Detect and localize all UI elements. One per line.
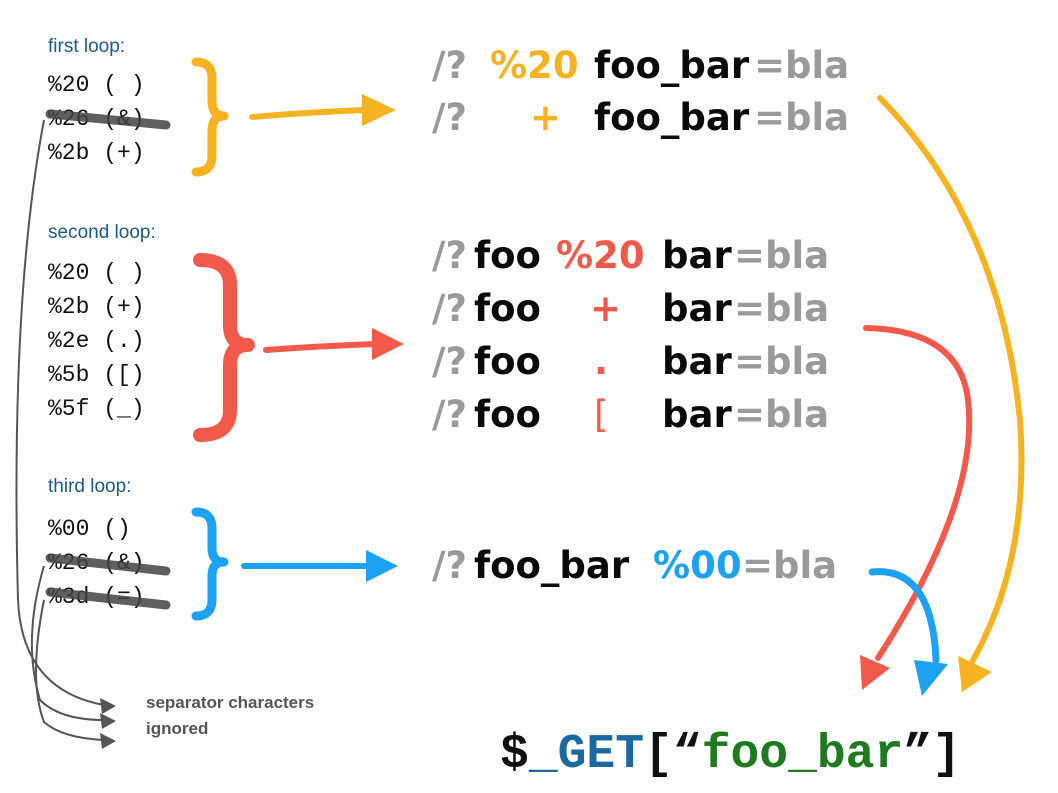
get-open-bracket: [ bbox=[644, 728, 673, 782]
result-prefix: /? bbox=[432, 234, 467, 277]
result-prefix: /? bbox=[432, 340, 467, 383]
separator-arrowhead bbox=[100, 713, 116, 729]
second-loop-brace bbox=[193, 253, 255, 442]
result-separator: %20 bbox=[556, 234, 645, 277]
second-loop-arrowhead bbox=[372, 328, 404, 360]
separator-line bbox=[30, 565, 105, 721]
result-head: foo bbox=[474, 234, 541, 277]
result-separator: %00 bbox=[653, 544, 742, 587]
third-loop-arrowhead bbox=[366, 550, 398, 582]
result-prefix: /? bbox=[432, 96, 467, 139]
result-value: =bla bbox=[734, 234, 830, 277]
loop-item: %20 ( ) bbox=[48, 260, 145, 286]
separator-arrowhead bbox=[100, 733, 116, 749]
result-key: bar bbox=[662, 234, 732, 277]
separator-note-line1: separator characters bbox=[146, 693, 315, 712]
separator-line bbox=[35, 599, 105, 741]
second-result-arrowhead bbox=[860, 655, 890, 690]
strike-bar bbox=[45, 109, 171, 130]
result-value: =bla bbox=[742, 544, 838, 587]
result-prefix: /? bbox=[432, 393, 467, 436]
result-separator: [ bbox=[594, 393, 609, 436]
first-loop-brace bbox=[191, 57, 229, 177]
loop-item: %20 ( ) bbox=[48, 72, 145, 98]
result-separator: + bbox=[590, 287, 622, 330]
result-separator: %20 bbox=[490, 44, 579, 87]
get-name: _GET bbox=[528, 728, 645, 782]
result-value: =bla bbox=[734, 393, 830, 436]
third-loop-brace bbox=[191, 507, 229, 621]
result-head: foo bbox=[474, 340, 541, 383]
second-loop-arrow bbox=[263, 341, 379, 353]
result-value: =bla bbox=[754, 96, 850, 139]
first-loop-title: first loop: bbox=[48, 36, 126, 57]
result-key: bar bbox=[662, 287, 732, 330]
get-right-quote: ” bbox=[903, 728, 933, 782]
result-prefix: /? bbox=[432, 287, 467, 330]
loop-item: %5b ([) bbox=[48, 362, 145, 388]
third-result-curve bbox=[868, 568, 940, 664]
get-dollar: $ bbox=[500, 728, 529, 782]
result-separator: . bbox=[594, 340, 609, 383]
result-head: foo bbox=[474, 393, 541, 436]
result-prefix: /? bbox=[432, 44, 467, 87]
result-separator: + bbox=[530, 96, 562, 139]
third-loop-title: third loop: bbox=[48, 476, 132, 497]
result-key: foo_bar bbox=[474, 544, 643, 587]
loop-item: %2b (+) bbox=[48, 294, 145, 320]
third-result-arrowhead bbox=[914, 660, 948, 696]
loop-item: %2e (.) bbox=[48, 328, 145, 354]
first-result-curve bbox=[877, 95, 1025, 665]
get-close-bracket: ] bbox=[932, 728, 961, 782]
second-result-curve bbox=[863, 325, 973, 661]
second-loop-title: second loop: bbox=[48, 222, 156, 243]
loop-item: %5f (_) bbox=[48, 396, 145, 422]
get-left-quote: “ bbox=[672, 728, 702, 782]
get-expression: $_GET[“foo_bar”] bbox=[500, 728, 961, 782]
result-key: foo_bar bbox=[594, 44, 750, 87]
get-key: foo_bar bbox=[701, 728, 904, 782]
separator-line bbox=[15, 119, 105, 706]
result-value: =bla bbox=[754, 44, 850, 87]
separator-arrowhead bbox=[100, 698, 116, 714]
result-value: =bla bbox=[734, 287, 830, 330]
result-key: bar bbox=[662, 340, 732, 383]
result-key: bar bbox=[662, 393, 732, 436]
first-result-arrowhead bbox=[958, 656, 992, 692]
first-loop-arrow bbox=[249, 107, 369, 120]
result-head: foo bbox=[474, 287, 541, 330]
result-key: foo_bar bbox=[594, 96, 750, 139]
strike-bar bbox=[45, 553, 171, 576]
loop-item: %00 () bbox=[48, 516, 131, 542]
result-value: =bla bbox=[734, 340, 830, 383]
loop-item: %2b (+) bbox=[48, 140, 145, 166]
separator-note-line2: ignored bbox=[146, 719, 209, 738]
strike-bar bbox=[45, 587, 171, 610]
first-loop-arrowhead bbox=[362, 94, 396, 126]
result-prefix: /? bbox=[432, 544, 467, 587]
